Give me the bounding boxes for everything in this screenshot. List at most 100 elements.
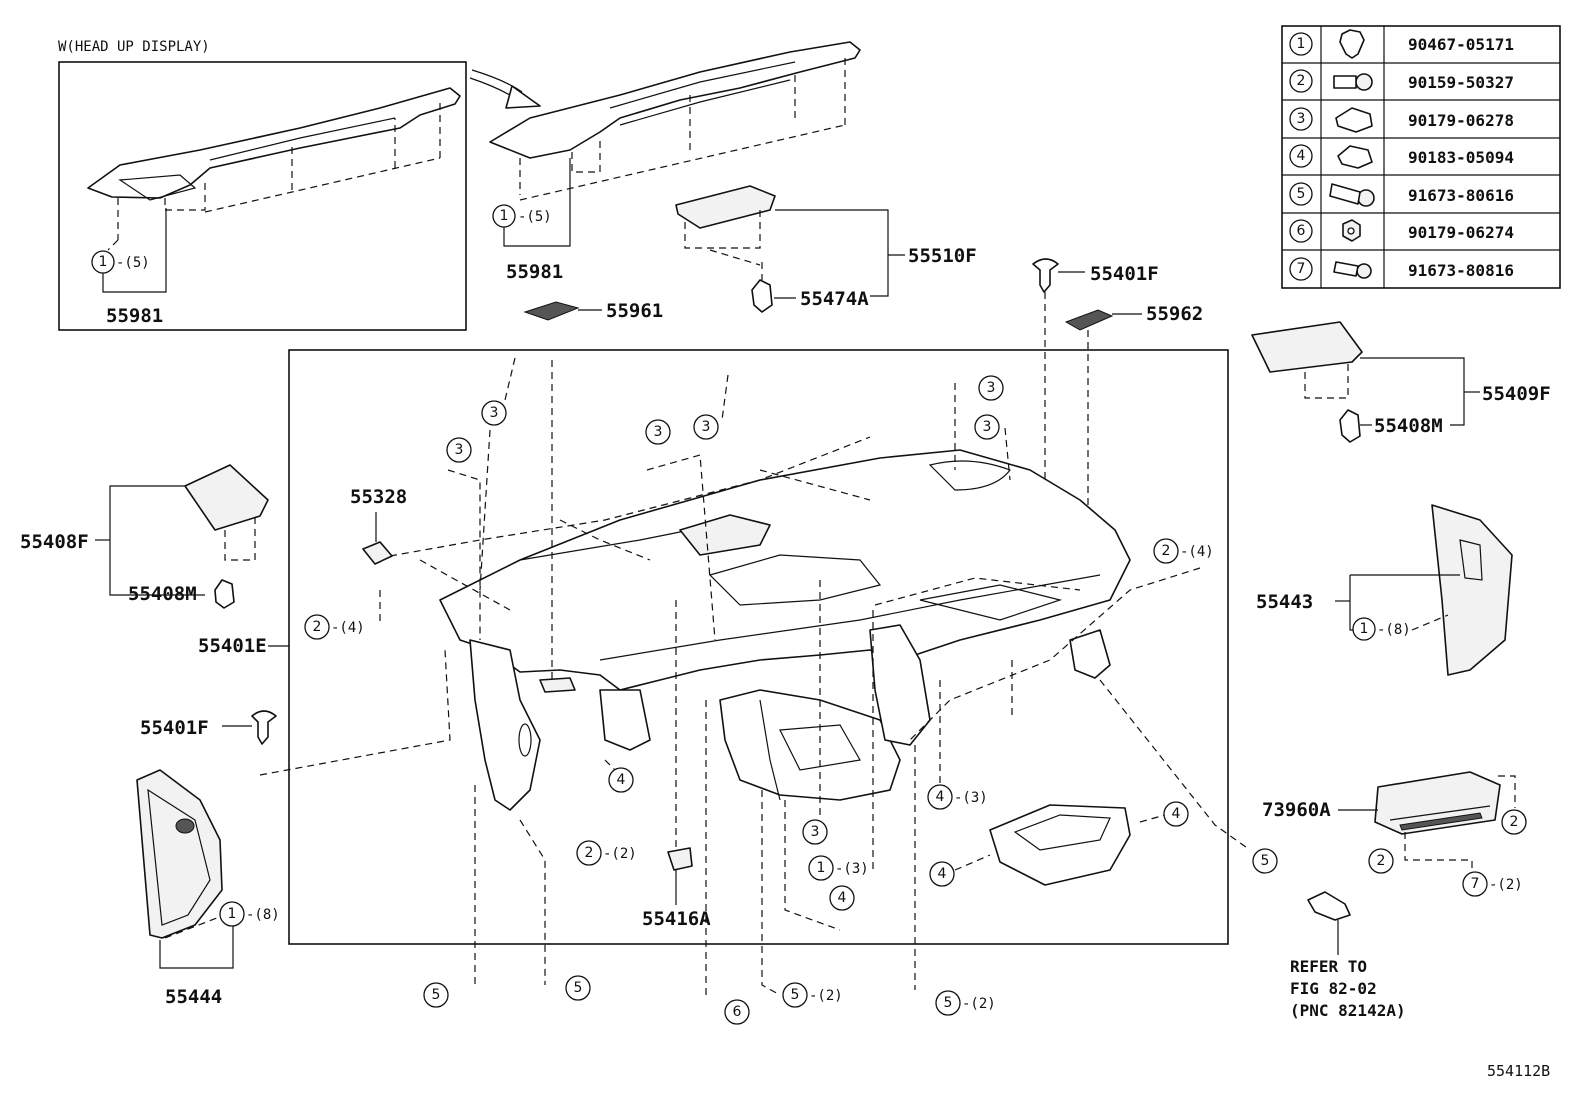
u-nut-icon — [1337, 145, 1373, 169]
svg-text:-(8): -(8) — [1377, 622, 1411, 638]
part-label-55416a: 55416A — [642, 908, 711, 930]
svg-text:2: 2 — [1377, 853, 1386, 869]
side-panel-55444-part — [136, 769, 223, 939]
svg-text:2: 2 — [1510, 814, 1519, 830]
vent-55962-part — [1064, 309, 1114, 331]
callout-7: 7 — [1462, 871, 1488, 897]
callout-5: 5 — [935, 990, 961, 1016]
callout-3: 3 — [978, 375, 1004, 401]
svg-text:5: 5 — [1261, 853, 1270, 869]
svg-text:5: 5 — [1297, 186, 1306, 202]
svg-text:5: 5 — [791, 987, 800, 1003]
svg-text:90179-06278: 90179-06278 — [1408, 111, 1514, 130]
callout-3: 3 — [802, 819, 828, 845]
callout-5: 5 — [565, 975, 591, 1001]
refer-note-line3: (PNC 82142A) — [1290, 1001, 1406, 1020]
part-label-55401f-top: 55401F — [1090, 263, 1159, 285]
callout-1: 1 — [808, 855, 834, 881]
callout-2: 2 — [304, 614, 330, 640]
part-label-55962: 55962 — [1146, 303, 1203, 325]
part-label-55981-inset: 55981 — [106, 305, 163, 327]
refer-note-line2: FIG 82-02 — [1290, 979, 1377, 998]
svg-text:-(3): -(3) — [835, 861, 869, 877]
inset-title: W(HEAD UP DISPLAY) — [58, 39, 210, 55]
callout-4: 4 — [929, 861, 955, 887]
svg-text:4: 4 — [838, 890, 847, 906]
nut-clip-icon — [1335, 107, 1373, 133]
part-label-55474a: 55474A — [800, 288, 869, 310]
inset-frame — [58, 61, 467, 331]
part-label-55444: 55444 — [165, 986, 222, 1008]
svg-text:91673-80816: 91673-80816 — [1408, 261, 1514, 280]
upper-panel-part — [489, 41, 861, 201]
svg-text:1: 1 — [1297, 36, 1306, 52]
callout-1: 1 — [492, 204, 516, 228]
part-label-55328: 55328 — [350, 486, 407, 508]
side-panel-55443-part — [1431, 504, 1513, 676]
svg-text:7: 7 — [1471, 876, 1480, 892]
svg-text:4: 4 — [938, 866, 947, 882]
svg-text:3: 3 — [455, 442, 464, 458]
svg-text:3: 3 — [490, 405, 499, 421]
callout-3: 3 — [645, 419, 671, 445]
connector-icon — [1307, 891, 1351, 921]
part-label-55409f: 55409F — [1482, 383, 1551, 405]
part-label-73960a: 73960A — [1262, 799, 1331, 821]
table-row: 6 90179-06274 — [1289, 219, 1514, 243]
callout-2: 2 — [1368, 848, 1394, 874]
svg-text:-(5): -(5) — [116, 255, 150, 271]
hud-upper-panel-part — [87, 87, 461, 251]
bolt-washer-icon — [1333, 73, 1373, 91]
svg-text:90467-05171: 90467-05171 — [1408, 35, 1514, 54]
callout-2: 2 — [1153, 538, 1179, 564]
part-label-55443: 55443 — [1256, 591, 1313, 613]
table-row: 7 91673-80816 — [1289, 257, 1514, 281]
part-label-55401e: 55401E — [198, 635, 267, 657]
svg-text:-(3): -(3) — [954, 790, 988, 806]
table-row: 5 91673-80616 — [1289, 182, 1514, 207]
clip-55408m-right-part — [1339, 409, 1361, 443]
svg-text:6: 6 — [733, 1004, 742, 1020]
callout-1: 1 — [91, 250, 115, 274]
callout-4: 4 — [927, 784, 953, 810]
svg-text:7: 7 — [1297, 261, 1306, 277]
svg-text:2: 2 — [1162, 543, 1171, 559]
callout-5: 5 — [782, 982, 808, 1008]
callout-1: 1 — [219, 901, 245, 927]
callout-4: 4 — [1163, 801, 1189, 827]
callout-3: 3 — [974, 414, 1000, 440]
svg-text:-(2): -(2) — [1489, 877, 1523, 893]
callout-4: 4 — [829, 885, 855, 911]
callout-6: 6 — [724, 999, 750, 1025]
callout-3: 3 — [693, 414, 719, 440]
callout-3: 3 — [481, 400, 507, 426]
table-row: 2 90159-50327 — [1289, 69, 1514, 93]
callout-4: 4 — [608, 767, 634, 793]
svg-text:-(4): -(4) — [1180, 544, 1214, 560]
screw-icon — [1333, 261, 1372, 279]
nut-55328-part — [362, 541, 393, 565]
dashboard-assembly-frame — [288, 349, 1229, 945]
cover-55409f-part — [1251, 321, 1363, 399]
part-label-55408f: 55408F — [20, 531, 89, 553]
bolt-icon — [1329, 183, 1375, 207]
svg-text:3: 3 — [811, 824, 820, 840]
svg-text:4: 4 — [617, 772, 626, 788]
diagram-id: 554112B — [1487, 1062, 1550, 1080]
svg-text:1: 1 — [228, 906, 237, 922]
svg-text:1: 1 — [1360, 621, 1369, 637]
svg-text:3: 3 — [1297, 111, 1306, 127]
svg-text:6: 6 — [1297, 223, 1306, 239]
svg-text:1: 1 — [817, 860, 826, 876]
callout-5: 5 — [423, 982, 449, 1008]
svg-text:5: 5 — [944, 995, 953, 1011]
svg-text:-(5): -(5) — [518, 209, 552, 225]
svg-text:5: 5 — [574, 980, 583, 996]
svg-text:3: 3 — [654, 424, 663, 440]
callout-3: 3 — [446, 437, 472, 463]
clip-55401f-left-part — [251, 710, 277, 745]
svg-text:3: 3 — [987, 380, 996, 396]
svg-text:90183-05094: 90183-05094 — [1408, 148, 1514, 167]
callout-2: 2 — [576, 840, 602, 866]
